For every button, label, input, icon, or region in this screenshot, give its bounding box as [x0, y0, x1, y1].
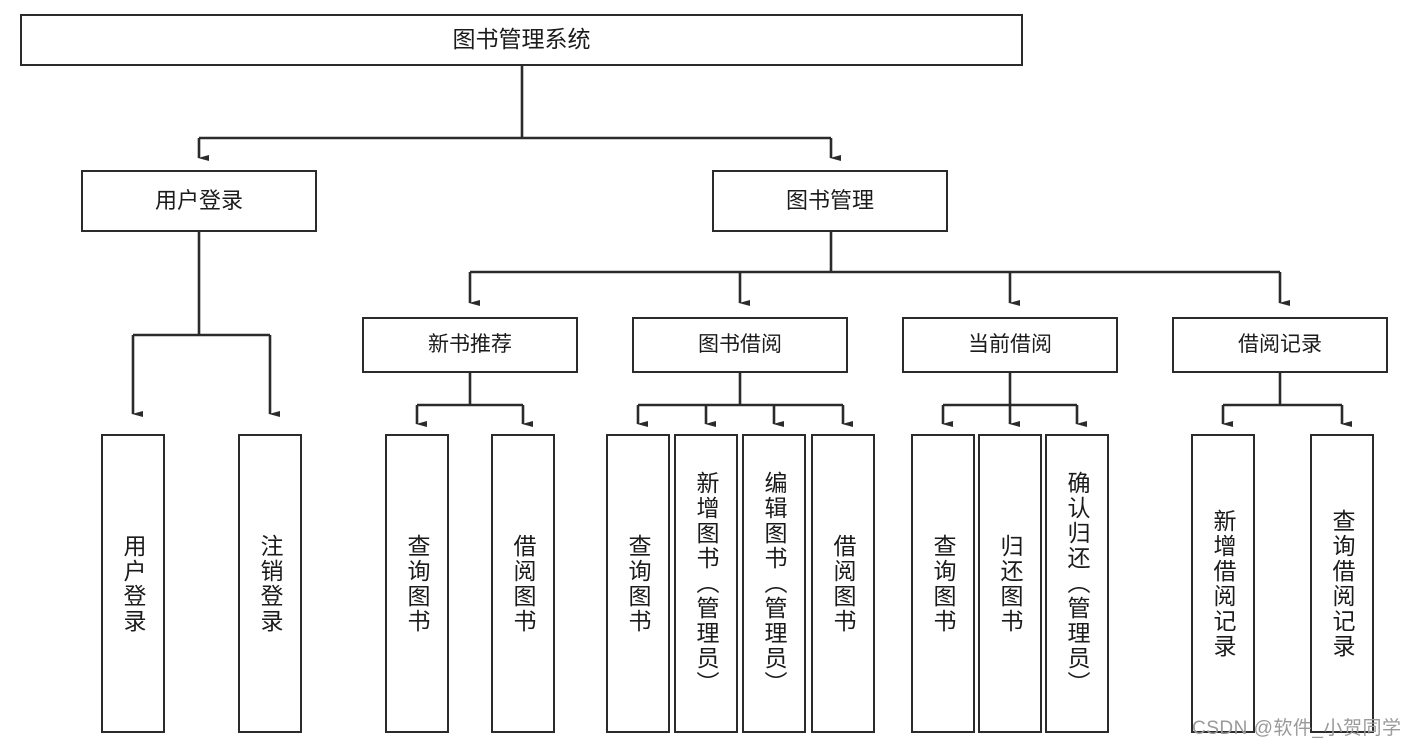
- node-user-login[interactable]: 用户登录: [81, 170, 317, 232]
- leaf-query-book-recommend[interactable]: 查询图书: [385, 434, 449, 733]
- node-label: 查询图书: [625, 533, 652, 634]
- node-label: 查询借阅记录: [1329, 508, 1356, 659]
- node-label: 查询图书: [930, 533, 957, 634]
- node-borrow-record[interactable]: 借阅记录: [1172, 317, 1388, 373]
- node-label: 用户登录: [120, 533, 147, 634]
- node-label: 新增借阅记录: [1210, 508, 1237, 659]
- csdn-watermark: CSDN @软件_小贺同学: [1192, 713, 1401, 740]
- node-label: 确认归还（管理员）: [1064, 471, 1091, 696]
- leaf-query-borrow-record[interactable]: 查询借阅记录: [1310, 434, 1374, 733]
- node-label: 图书管理: [785, 187, 874, 213]
- leaf-add-book-admin[interactable]: 新增图书（管理员）: [674, 434, 738, 733]
- node-label: 借阅图书: [830, 533, 857, 634]
- node-label: 归还图书: [997, 533, 1024, 634]
- leaf-logout[interactable]: 注销登录: [238, 434, 302, 733]
- leaf-query-book-borrow[interactable]: 查询图书: [606, 434, 670, 733]
- node-book-borrow[interactable]: 图书借阅: [632, 317, 848, 373]
- leaf-user-login[interactable]: 用户登录: [101, 434, 165, 733]
- leaf-return-book[interactable]: 归还图书: [978, 434, 1042, 733]
- node-new-book-recommend[interactable]: 新书推荐: [362, 317, 578, 373]
- node-label: 图书管理系统: [452, 26, 591, 53]
- node-label: 注销登录: [257, 533, 284, 634]
- node-label: 借阅图书: [510, 533, 537, 634]
- node-root-book-management-system[interactable]: 图书管理系统: [20, 14, 1023, 66]
- node-label: 新增图书（管理员）: [693, 471, 720, 696]
- watermark-text: CSDN @软件_小贺同学: [1192, 718, 1402, 739]
- leaf-borrow-book-recommend[interactable]: 借阅图书: [491, 434, 555, 733]
- leaf-confirm-return-admin[interactable]: 确认归还（管理员）: [1045, 434, 1109, 733]
- node-label: 新书推荐: [428, 333, 512, 357]
- leaf-edit-book-admin[interactable]: 编辑图书（管理员）: [742, 434, 806, 733]
- node-label: 用户登录: [154, 187, 243, 213]
- leaf-query-book-current[interactable]: 查询图书: [911, 434, 975, 733]
- node-label: 查询图书: [404, 533, 431, 634]
- leaf-add-borrow-record[interactable]: 新增借阅记录: [1191, 434, 1255, 733]
- node-label: 借阅记录: [1238, 333, 1322, 357]
- node-book-management[interactable]: 图书管理: [712, 170, 948, 232]
- node-label: 图书借阅: [698, 333, 782, 357]
- node-label: 当前借阅: [968, 333, 1052, 357]
- node-current-borrow[interactable]: 当前借阅: [902, 317, 1118, 373]
- node-label: 编辑图书（管理员）: [761, 471, 788, 696]
- leaf-borrow-book[interactable]: 借阅图书: [811, 434, 875, 733]
